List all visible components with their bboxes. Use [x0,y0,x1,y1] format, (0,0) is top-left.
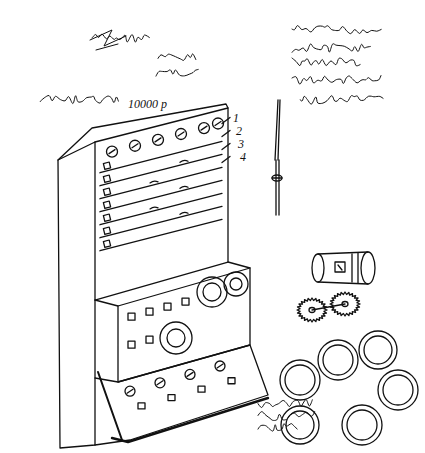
window [103,240,110,247]
middle-ledge [95,262,250,306]
rod [100,141,222,172]
screw-slot [217,364,223,368]
handwriting-stroke [258,412,315,421]
rod-mark [150,207,158,209]
callout-number: 3 [238,137,244,151]
screw-slot [155,138,161,142]
screw [185,369,195,379]
screw [215,361,225,371]
window [103,214,110,221]
rod [100,193,222,224]
illegible-handwriting [40,26,383,432]
screw-slot [187,372,193,376]
stylus [272,100,282,215]
handwriting-stroke [292,76,381,85]
label-anchor: 1 [233,108,239,126]
leader-line [222,130,230,136]
handwriting-stroke [292,26,381,34]
rod-mark [180,186,188,188]
window [146,308,153,315]
screw [107,146,118,157]
rod [100,180,222,211]
window [138,403,145,409]
rod [100,167,222,198]
handwriting-stroke [156,69,198,76]
label-anchor: 2 [236,121,242,139]
handwriting-stroke [292,44,370,53]
label-anchor: 10000 p [128,94,167,112]
label-anchor: 3 [238,134,244,152]
lower-slanted-panel [95,345,268,445]
screw-slot [132,144,138,148]
label-anchor: 4 [240,147,246,165]
handwriting-stroke [300,96,383,105]
rod-mark [180,160,188,162]
screw-slot [178,132,184,136]
side-face [58,142,95,448]
rods-windows-screws [100,117,235,408]
window [103,162,110,169]
handwriting-stroke [292,58,360,66]
rod-mark [180,212,188,214]
rod [100,206,222,237]
screw [155,378,165,388]
handwriting-stroke [258,399,312,407]
handwriting-stroke [258,424,297,431]
screw-slot [157,381,163,385]
leader-line [222,143,230,149]
handwriting-stroke [158,54,196,60]
handwritten-note: 10000 p [128,97,167,111]
rod [100,219,222,250]
gear-axle [312,304,345,310]
rod-mark [150,181,158,183]
callout-number: 1 [233,111,239,125]
screw [199,123,210,134]
window [164,303,171,310]
base-stroke [98,372,122,440]
handwriting-flourish [90,30,126,50]
window [182,298,189,305]
digit-cylinder [312,252,375,284]
window [168,395,175,401]
leader-line [222,117,230,123]
leader-line [222,156,230,162]
window [103,188,110,195]
window [228,378,235,384]
middle-front-face [118,268,250,382]
screw [130,140,141,151]
base-stroke [112,398,268,442]
window [103,201,110,208]
window [198,386,205,392]
callout-number: 4 [240,150,246,164]
window [128,313,135,320]
screw [153,134,164,145]
handwriting-stroke [40,96,118,104]
top-edge [58,104,228,160]
rod [100,154,222,185]
window [103,175,110,182]
upper-front-face [95,108,228,300]
window [103,227,110,234]
screw-slot [201,126,207,130]
screw-slot [109,150,115,154]
screw-slot [127,389,133,393]
screw-slot [215,121,221,125]
rings [280,331,418,445]
screw [125,386,135,396]
dial [160,272,248,354]
callout-number: 2 [236,124,242,138]
window [128,341,135,348]
screw [176,128,187,139]
window [146,336,153,343]
gear-wheels [297,292,360,322]
